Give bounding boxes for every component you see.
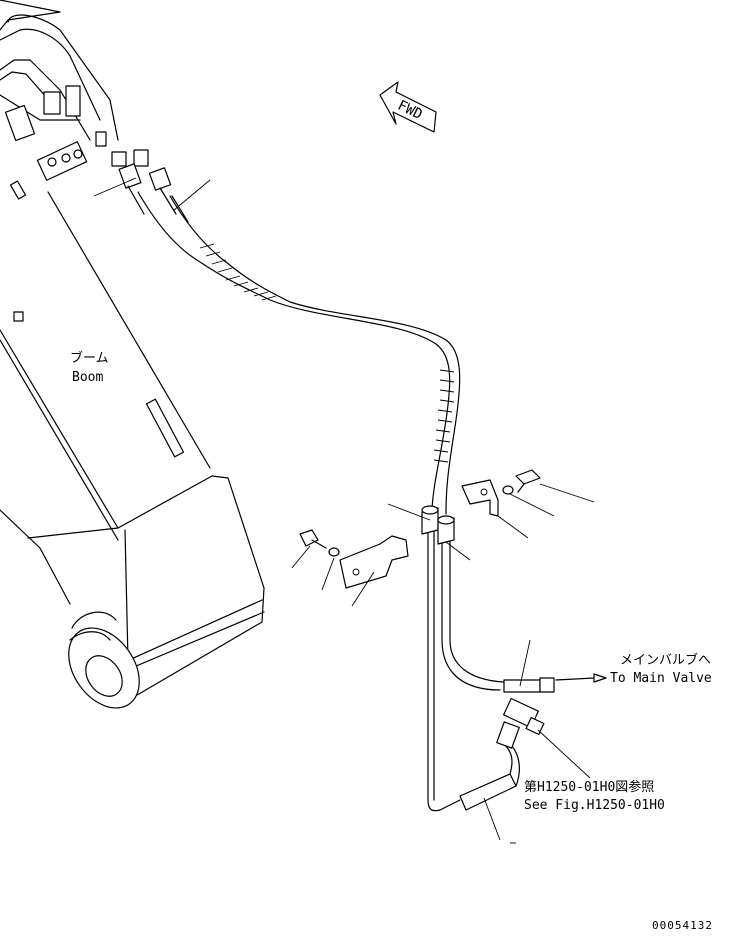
main-valve-label-jp: メインバルブへ [620,652,711,668]
hose-fittings-top [111,149,189,223]
boom-bracket [145,398,185,458]
leader-lines [93,177,607,844]
boom [0,0,265,709]
swivel-connector [496,697,545,749]
hose-protector-lower [459,773,517,811]
fitting-sleeve [148,167,172,191]
arrow-head-main-valve [593,673,607,683]
valve-block-cluster [4,85,107,181]
bracket-right [461,479,499,517]
bolt-left [299,529,340,557]
ref-label-en: See Fig.H1250-01H0 [524,798,665,813]
boom-label-jp: ブーム [70,350,109,366]
hydraulic-hose [137,191,555,812]
hose-clamps [421,505,455,545]
boom-label-en: Boom [72,370,103,385]
boom-foot-pin-hole [85,655,123,697]
drawing-number: 00054132 [652,919,713,932]
main-valve-label-en: To Main Valve [610,671,712,686]
hose-end-nut [539,677,555,693]
fitting-nut [133,149,149,167]
fitting-nut [111,151,127,167]
spiral-guard-lower [433,369,455,463]
boom-tab [13,311,24,322]
bracket-left [339,535,409,589]
boom-tab [9,180,27,200]
fitting-sleeve [118,163,142,189]
hose-protector [503,679,541,693]
fwd-arrow: FWD [379,81,437,133]
ref-label-jp: 第H1250-01H0図参照 [524,779,654,795]
bolt-right [502,469,541,495]
spiral-guard-upper [199,243,277,301]
